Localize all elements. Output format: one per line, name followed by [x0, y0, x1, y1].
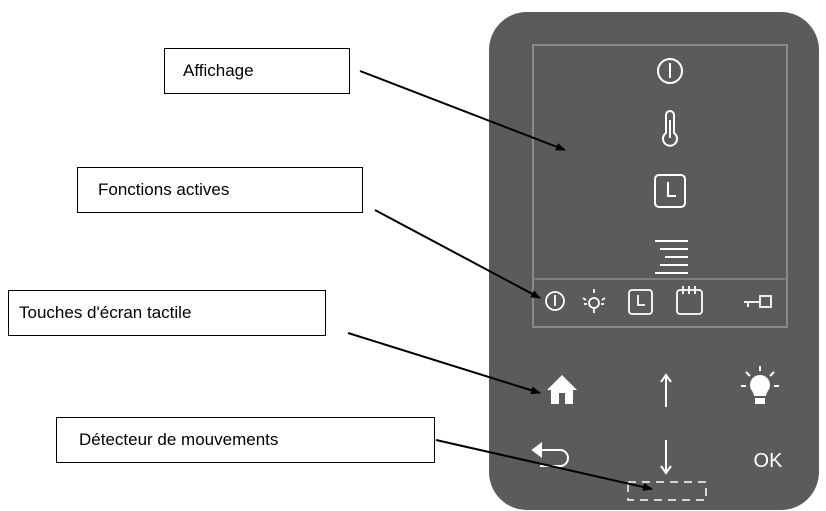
- ok-button[interactable]: OK: [754, 450, 784, 472]
- lightbulb-icon: [741, 366, 779, 404]
- callout-fonctions-actives: Fonctions actives: [77, 167, 363, 213]
- status-power-icon: [545, 291, 565, 311]
- home-button[interactable]: [547, 375, 577, 404]
- callout-detecteur-label: Détecteur de mouvements: [79, 430, 279, 449]
- arrow-detecteur: [435, 439, 653, 491]
- arrow-touches: [347, 332, 541, 395]
- callout-detecteur: Détecteur de mouvements: [56, 417, 435, 463]
- callout-touches: Touches d'écran tactile: [8, 290, 326, 336]
- status-key-icon: [744, 295, 772, 308]
- light-button[interactable]: [741, 366, 779, 404]
- status-clock-icon: [628, 289, 653, 315]
- status-light-icon: [582, 289, 606, 313]
- thermometer-icon[interactable]: [662, 110, 678, 147]
- clock-icon[interactable]: [654, 174, 686, 208]
- arrow-up-button[interactable]: [660, 373, 672, 407]
- callout-touches-label: Touches d'écran tactile: [19, 303, 192, 322]
- ok-label: OK: [754, 450, 784, 472]
- callout-fonctions-label: Fonctions actives: [98, 180, 230, 199]
- status-calendar-icon: [676, 286, 703, 315]
- callout-affichage: Affichage: [164, 48, 350, 94]
- display-screen: [532, 44, 788, 328]
- home-icon: [547, 375, 577, 404]
- device-body: [489, 12, 819, 510]
- back-button[interactable]: [531, 442, 569, 467]
- callout-affichage-label: Affichage: [183, 61, 254, 80]
- power-icon[interactable]: [657, 58, 683, 84]
- arrow-down-button[interactable]: [660, 440, 672, 475]
- arrow-fonctions: [374, 209, 541, 299]
- menu-lines-icon[interactable]: [655, 240, 688, 274]
- arrow-affichage: [359, 70, 566, 151]
- motion-detector: [627, 481, 707, 501]
